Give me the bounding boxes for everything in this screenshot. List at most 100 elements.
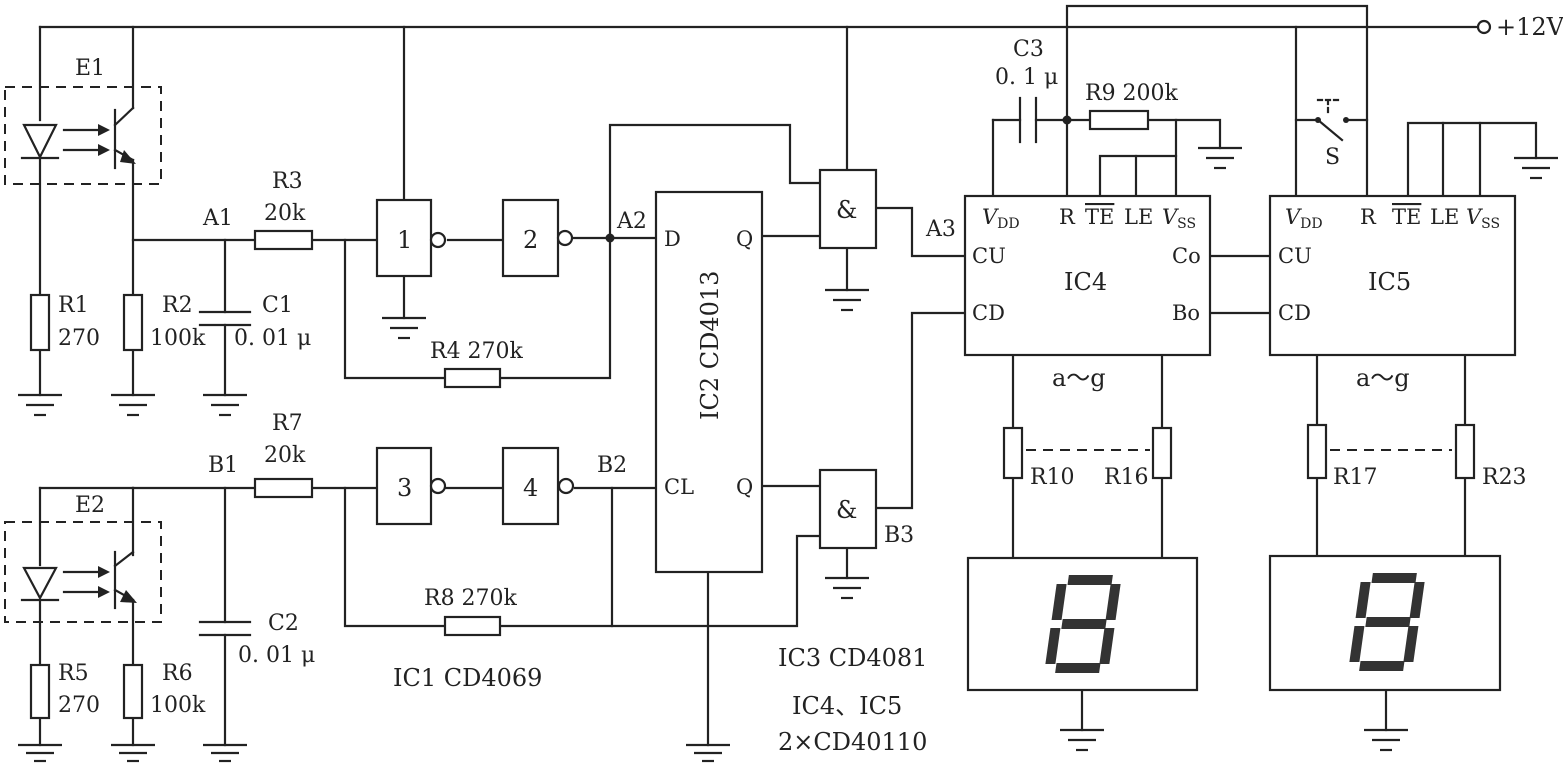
capacitors xyxy=(198,96,1038,637)
ic3-label: IC3 CD4081 xyxy=(778,644,927,672)
inverter-gate-2 xyxy=(501,198,574,278)
c2-value: 0. 01 μ xyxy=(238,643,315,668)
resistors xyxy=(29,109,1476,720)
ic4-pin-vss: VSS xyxy=(1162,205,1196,232)
ic4-pin-cu: CU xyxy=(972,244,1006,268)
ic5-label: IC5 xyxy=(1368,268,1411,296)
ic1-label: IC1 CD4069 xyxy=(393,664,542,692)
switch-s xyxy=(1315,98,1349,142)
e2-label: E2 xyxy=(75,493,105,518)
ic4-pin-r: R xyxy=(1059,205,1076,229)
r2-label: R2 xyxy=(162,293,193,318)
ic4-pin-te: TE xyxy=(1085,205,1114,229)
c3-value: 0. 1 μ xyxy=(995,65,1058,90)
r2-body xyxy=(122,293,144,352)
c1-label: C1 xyxy=(262,293,293,318)
ic4-label: IC4 xyxy=(1064,268,1107,296)
r16-body xyxy=(1151,426,1173,480)
e2-optocoupler xyxy=(4,521,162,623)
inverter-gate-4 xyxy=(501,446,575,526)
ic2-label: IC2 CD4013 xyxy=(696,271,724,420)
ic5-pin-r: R xyxy=(1360,205,1377,229)
r23-label: R23 xyxy=(1482,465,1527,490)
c2-label: C2 xyxy=(268,611,299,636)
ic5-seg-label: a～g xyxy=(1356,364,1410,392)
ic4-pin-le: LE xyxy=(1124,205,1153,229)
r7-label: R7 xyxy=(272,411,303,436)
inverter-gate-1 xyxy=(375,198,447,278)
node-b1: B1 xyxy=(208,453,238,478)
ic5-pin-cd: CD xyxy=(1278,301,1311,325)
gate-3-label: 3 xyxy=(397,474,412,502)
ff-pin-cl: CL xyxy=(664,475,694,499)
ic4-pin-bo: Bo xyxy=(1172,301,1200,325)
supply-terminal xyxy=(1476,19,1492,35)
r4-body xyxy=(443,367,502,389)
wiring xyxy=(38,4,1538,747)
gate-1-label: 1 xyxy=(397,226,412,254)
r5-label: R5 xyxy=(58,661,89,686)
node-a1: A1 xyxy=(202,206,233,231)
grounds xyxy=(18,146,1558,763)
r8-body xyxy=(443,615,502,637)
supply-label: +12V xyxy=(1496,13,1563,41)
seven-segment-display-1 xyxy=(966,556,1199,692)
seven-segment-display-2 xyxy=(1268,554,1502,692)
node-b2: B2 xyxy=(597,453,627,478)
ff-pin-d: D xyxy=(664,227,681,251)
ic4-counter xyxy=(963,194,1212,357)
ic4-pin-vdd: VDD xyxy=(982,205,1020,232)
ic5-pin-te: TE xyxy=(1392,205,1421,229)
ff-pin-qbar: Q xyxy=(736,475,753,499)
ic2-flipflop xyxy=(654,190,764,574)
e1-label: E1 xyxy=(75,56,105,81)
r9-label: R9 200k xyxy=(1085,81,1179,106)
junctions xyxy=(605,115,1072,243)
r2-value: 100k xyxy=(150,326,206,351)
node-b3: B3 xyxy=(884,523,914,548)
r6-value: 100k xyxy=(150,693,206,718)
r8-label: R8 270k xyxy=(424,586,518,611)
switch-s-label: S xyxy=(1325,145,1340,170)
ff-pin-q: Q xyxy=(736,227,753,251)
r3-value: 20k xyxy=(264,201,306,226)
r17-body xyxy=(1306,423,1328,480)
gate-4-label: 4 xyxy=(523,474,538,502)
ic5-pin-vss: VSS xyxy=(1466,205,1500,232)
ic5-pin-le: LE xyxy=(1430,205,1459,229)
ic4-pin-cd: CD xyxy=(972,301,1005,325)
ic4-seg-label: a～g xyxy=(1052,364,1106,392)
r7-value: 20k xyxy=(264,443,306,468)
r1-label: R1 xyxy=(58,293,89,318)
r3-label: R3 xyxy=(272,169,303,194)
r16-label: R16 xyxy=(1104,465,1149,490)
r6-label: R6 xyxy=(162,661,193,686)
and-gate-2 xyxy=(818,468,878,550)
r10-body xyxy=(1002,426,1024,480)
ic5-pin-vdd: VDD xyxy=(1285,205,1323,232)
r5-value: 270 xyxy=(58,693,100,718)
e1-optocoupler xyxy=(4,86,162,185)
r3-body xyxy=(253,229,314,251)
r7-body xyxy=(253,477,314,499)
c3-label: C3 xyxy=(1013,37,1044,62)
and-gate-2-label: & xyxy=(836,496,857,524)
r23-body xyxy=(1454,423,1476,480)
node-a3: A3 xyxy=(925,217,956,242)
r1-body xyxy=(29,293,51,352)
and-gate-1-label: & xyxy=(836,196,857,224)
gate-2-label: 2 xyxy=(523,226,538,254)
ic45-label: IC4、IC5 xyxy=(792,692,902,720)
and-gate-1 xyxy=(818,168,878,250)
r9-body xyxy=(1088,109,1150,131)
r10-label: R10 xyxy=(1030,465,1075,490)
r5-body xyxy=(29,663,51,720)
r1-value: 270 xyxy=(58,326,100,351)
node-a2: A2 xyxy=(616,209,647,234)
r17-label: R17 xyxy=(1333,465,1378,490)
inverter-gate-3 xyxy=(375,446,447,526)
r6-body xyxy=(122,663,144,720)
ic45-part-label: 2×CD40110 xyxy=(778,728,927,756)
ic5-counter xyxy=(1268,194,1517,357)
